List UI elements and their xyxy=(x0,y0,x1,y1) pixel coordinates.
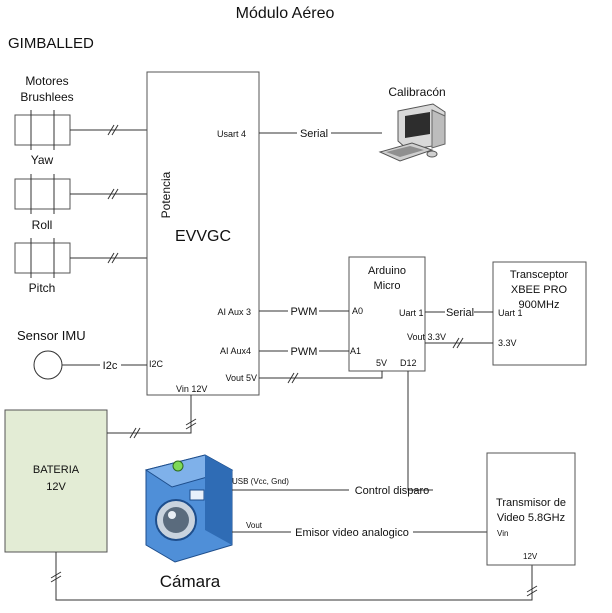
video-label: Emisor video analogico xyxy=(295,527,409,539)
transmitter-line2: Video 5.8GHz xyxy=(497,512,565,524)
camera-label: Cámara xyxy=(160,572,221,591)
control-label: Control disparo xyxy=(355,485,430,497)
gimballed-label: GIMBALLED xyxy=(8,35,94,52)
arduino-title-line2: Micro xyxy=(374,280,401,292)
arduino-a1: A1 xyxy=(350,346,361,356)
diagram-title: Módulo Aéreo xyxy=(236,5,335,22)
imu-sensor xyxy=(33,350,63,380)
xbee-title-line2: XBEE PRO xyxy=(511,284,568,296)
arduino-uart1: Uart 1 xyxy=(399,308,424,318)
xbee-title-line1: Transceptor xyxy=(510,269,569,281)
arduino-title-line1: Arduino xyxy=(368,265,406,277)
evvgc-ai-aux4: AI Aux4 xyxy=(220,346,251,356)
arduino-d12: D12 xyxy=(400,358,417,368)
camera-icon xyxy=(144,454,234,563)
serial-label-usart: Serial xyxy=(300,128,328,140)
camera-usb: USB (Vcc, Gnd) xyxy=(232,477,289,486)
pwm2-label: PWM xyxy=(291,346,318,358)
yaw-label: Yaw xyxy=(31,153,54,167)
calibration-label: Calibracón xyxy=(388,85,445,99)
motor-yaw xyxy=(14,110,147,150)
transmitter-line1: Transmisor de xyxy=(496,497,566,509)
battery-line2: 12V xyxy=(46,481,66,493)
battery-box xyxy=(4,409,108,553)
arduino-5v: 5V xyxy=(376,358,387,368)
xbee-3v3: 3.3V xyxy=(498,338,517,348)
evvgc-potencia-label: Potencia xyxy=(159,171,173,218)
arduino-a0: A0 xyxy=(352,306,363,316)
i2c-link-label: I2c xyxy=(103,360,118,372)
evvgc-name: EVVGC xyxy=(175,228,231,245)
evvgc-vin12v: Vin 12V xyxy=(176,384,207,394)
imu-label: Sensor IMU xyxy=(17,328,86,343)
motor-pitch xyxy=(14,238,147,278)
control-line-right xyxy=(407,371,433,491)
roll-label: Roll xyxy=(32,218,53,232)
motor-roll xyxy=(14,174,147,214)
evvgc-ai-aux3: AI Aux 3 xyxy=(217,307,251,317)
vout5v-line xyxy=(259,371,383,379)
serial-label-xbee: Serial xyxy=(446,307,474,319)
pitch-label: Pitch xyxy=(29,281,56,295)
xbee-box xyxy=(492,261,587,366)
evvgc-usart4: Usart 4 xyxy=(217,129,246,139)
battery-vin-line xyxy=(107,395,192,434)
motors-heading-line1: Motores xyxy=(25,74,68,88)
evvgc-board xyxy=(146,71,260,396)
camera-vout: Vout xyxy=(246,521,263,530)
pwm1-label: PWM xyxy=(291,306,318,318)
computer-icon xyxy=(378,103,446,162)
battery-line1: BATERIA xyxy=(33,464,80,476)
arduino-vout33: Vout 3.3V xyxy=(407,332,446,342)
transmitter-box xyxy=(486,452,576,566)
arduino-box xyxy=(348,256,426,372)
battery-transmitter-line xyxy=(55,552,533,601)
transmitter-vin: Vin xyxy=(497,529,508,538)
evvgc-i2c-port: I2C xyxy=(149,359,164,369)
xbee-title-line3: 900MHz xyxy=(519,299,560,311)
motors-heading-line2: Brushlees xyxy=(20,90,73,104)
evvgc-vout5v: Vout 5V xyxy=(225,373,257,383)
transmitter-12v: 12V xyxy=(523,552,538,561)
xbee-uart1: Uart 1 xyxy=(498,308,523,318)
